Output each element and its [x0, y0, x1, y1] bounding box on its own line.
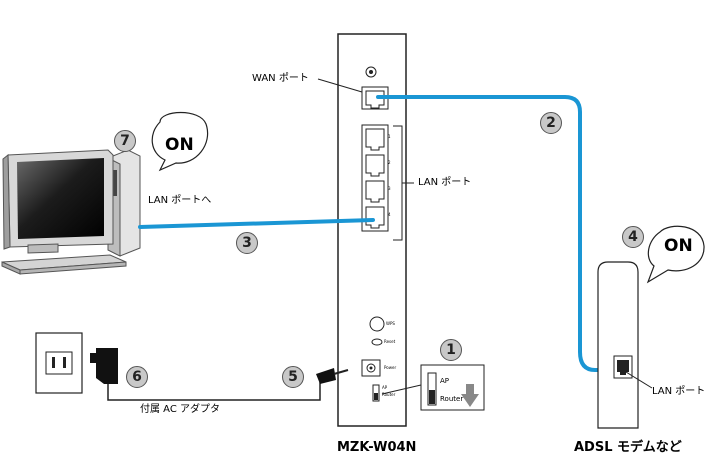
step-2-badge: 2	[540, 112, 562, 134]
computer	[1, 149, 141, 275]
switch-callout-router-label: Router	[440, 395, 464, 403]
lan-port-number: 1	[388, 134, 391, 139]
reset-button-icon	[371, 338, 383, 346]
step-5-badge: 5	[282, 366, 304, 388]
wan-port-label: WAN ポート	[252, 73, 309, 84]
switch-callout-ap-label: AP	[440, 377, 450, 385]
mode-switch-callout	[381, 364, 485, 411]
lan-port-number: 4	[388, 212, 391, 217]
lan-ports	[361, 124, 389, 232]
on-bubble-modem	[646, 225, 705, 284]
reset-label: Reset	[384, 339, 396, 344]
wps-button-icon	[369, 316, 385, 332]
ac-adapter	[90, 348, 349, 401]
router	[337, 33, 414, 427]
lan-port-number: 3	[388, 186, 391, 191]
computer-lan-port-label: LAN ポートへ	[148, 195, 212, 206]
modem-name-label: ADSL モデムなど	[574, 440, 682, 455]
step-3-badge: 3	[236, 232, 258, 254]
lan-cable	[138, 218, 375, 229]
router-model-label: MZK-W04N	[337, 440, 417, 455]
lan-port-number: 2	[388, 160, 391, 165]
step-7-badge: 7	[114, 130, 136, 152]
on-bubble-computer	[151, 112, 209, 172]
ac-adapter-label: 付属 AC アダプタ	[140, 404, 221, 415]
wan-cable	[376, 95, 620, 372]
on-label-modem: ON	[664, 236, 693, 256]
step-6-badge: 6	[126, 366, 148, 388]
on-label-computer: ON	[165, 135, 194, 155]
router-switch-label-router: Router	[382, 392, 396, 397]
step-4-badge: 4	[622, 226, 644, 248]
router-switch-label-ap: AP	[382, 385, 388, 390]
wps-label: WPS	[386, 321, 395, 326]
modem-lan-port-label: LAN ポート	[652, 386, 706, 397]
power-label: Power	[384, 365, 397, 370]
lan-port-label: LAN ポート	[418, 177, 472, 188]
modem	[597, 261, 653, 429]
wall-outlet	[35, 332, 83, 394]
step-1-badge: 1	[440, 339, 462, 361]
